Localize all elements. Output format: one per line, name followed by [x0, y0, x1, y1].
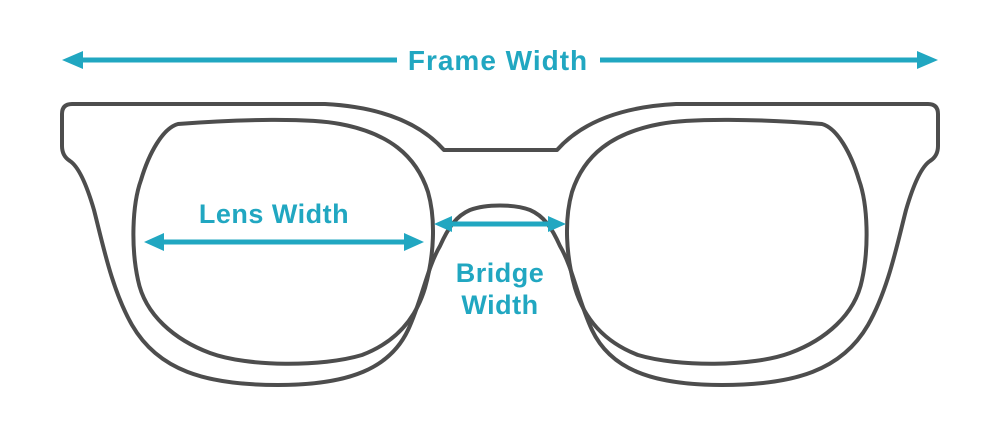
frame-width-annotation: Frame Width: [62, 45, 938, 76]
lens-width-annotation: Lens Width: [144, 199, 424, 251]
bridge-width-label-line2: Width: [461, 290, 538, 320]
frame-width-label: Frame Width: [408, 45, 588, 76]
right-lens-outline: [565, 117, 869, 366]
frame-width-arrow-right-head-icon: [917, 51, 938, 69]
bridge-width-arrow-right-head-icon: [548, 216, 566, 232]
frame-width-arrow-left-head-icon: [62, 51, 83, 69]
left-lens-outline: [131, 117, 435, 366]
bridge-width-label-line1: Bridge: [456, 258, 545, 288]
glasses-frame: [60, 102, 940, 387]
bridge-width-annotation: Bridge Width: [434, 216, 566, 320]
lens-width-arrow-left-head-icon: [144, 233, 164, 251]
lens-width-label: Lens Width: [199, 199, 349, 229]
lens-width-arrow-right-head-icon: [404, 233, 424, 251]
frame-outer-silhouette: [60, 102, 940, 387]
bridge-width-arrow-left-head-icon: [434, 216, 452, 232]
